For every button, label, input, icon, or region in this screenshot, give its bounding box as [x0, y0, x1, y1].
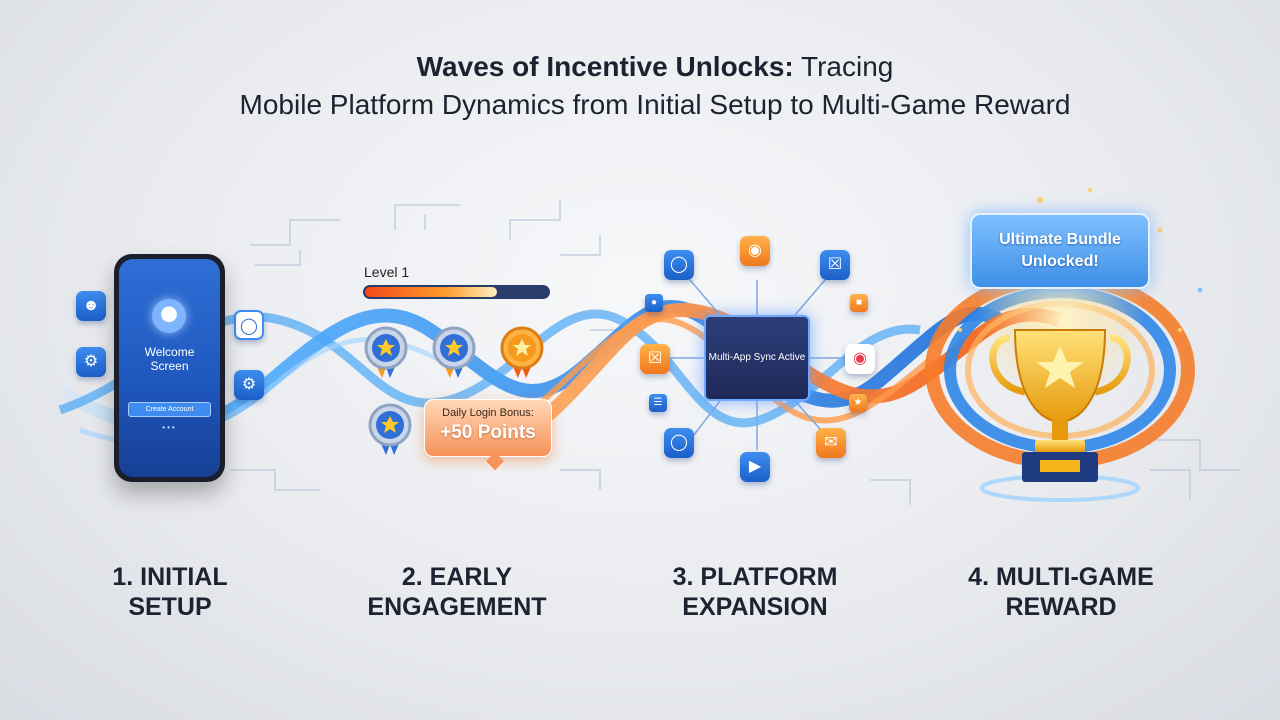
app-icon[interactable]: ◉: [845, 344, 875, 374]
title-bold: Waves of Incentive Unlocks:: [416, 51, 794, 82]
doc-icon[interactable]: ☰: [649, 394, 667, 412]
title-rest: Tracing: [801, 51, 894, 82]
medal-1: [364, 326, 408, 378]
gamepad-icon[interactable]: ◯: [664, 428, 694, 458]
star-icon[interactable]: ★: [849, 394, 867, 412]
page-title: Waves of Incentive Unlocks: Tracing Mobi…: [0, 48, 1280, 124]
gamepad-icon[interactable]: ◯: [664, 250, 694, 280]
app-icon[interactable]: ■: [850, 294, 868, 312]
medal-2: [432, 326, 476, 378]
app-logo-icon: [152, 299, 186, 333]
daily-bonus-callout: Daily Login Bonus: +50 Points: [424, 399, 552, 457]
stage-1-line1: 1. INITIAL: [112, 563, 228, 591]
mail-icon[interactable]: ✉: [816, 428, 846, 458]
shield-icon[interactable]: ◯: [234, 310, 264, 340]
stage-1-line2: SETUP: [128, 593, 212, 621]
stage-4-line1: 4. MULTI-GAME: [968, 563, 1154, 591]
circuit-lines: [230, 200, 1240, 505]
title-line2: Mobile Platform Dynamics from Initial Se…: [239, 89, 1071, 120]
bonus-label: Daily Login Bonus:: [442, 407, 534, 419]
stage-3-line2: EXPANSION: [682, 593, 828, 621]
create-account-button[interactable]: Create Account: [128, 402, 211, 417]
level-progress-bar: [363, 285, 550, 299]
user-icon[interactable]: ☻: [76, 291, 106, 321]
cart-icon[interactable]: ☒: [640, 344, 670, 374]
bonus-points: +50 Points: [440, 422, 536, 443]
medal-4: [368, 403, 412, 455]
gamepad-icon[interactable]: ●: [645, 294, 663, 312]
cart-icon[interactable]: ☒: [820, 250, 850, 280]
gear-icon[interactable]: ⚙: [76, 347, 106, 377]
stage-label-2: 2. EARLY ENGAGEMENT: [337, 562, 577, 622]
welcome-text: Welcome Screen: [144, 345, 195, 373]
stage-3-line1: 3. PLATFORM: [672, 563, 838, 591]
phone-screen: Welcome Screen Create Account •••: [119, 259, 220, 477]
play-icon[interactable]: ▶: [740, 452, 770, 482]
gear-icon[interactable]: ⚙: [234, 370, 264, 400]
stage-4-line2: REWARD: [1005, 593, 1117, 621]
page-dots: •••: [162, 423, 177, 432]
stage-label-1: 1. INITIAL SETUP: [50, 562, 290, 622]
multi-app-sync-panel: Multi-App Sync Active: [704, 315, 810, 401]
level-progress-fill: [365, 287, 497, 297]
stage-2-line2: ENGAGEMENT: [367, 593, 547, 621]
gamepad-icon[interactable]: ◉: [740, 236, 770, 266]
medal-3: [500, 326, 544, 378]
phone: Welcome Screen Create Account •••: [114, 254, 225, 482]
trophy-icon: [989, 329, 1131, 482]
sparkles: [958, 188, 1203, 332]
sync-text: Multi-App Sync Active: [708, 352, 806, 363]
sync-connectors: [670, 279, 845, 450]
ultimate-bundle-banner: Ultimate Bundle Unlocked!: [970, 213, 1150, 289]
level-label: Level 1: [364, 264, 410, 280]
stage-2-line1: 2. EARLY: [401, 563, 513, 591]
stage-label-3: 3. PLATFORM EXPANSION: [635, 562, 875, 622]
stage-label-4: 4. MULTI-GAME REWARD: [941, 562, 1181, 622]
